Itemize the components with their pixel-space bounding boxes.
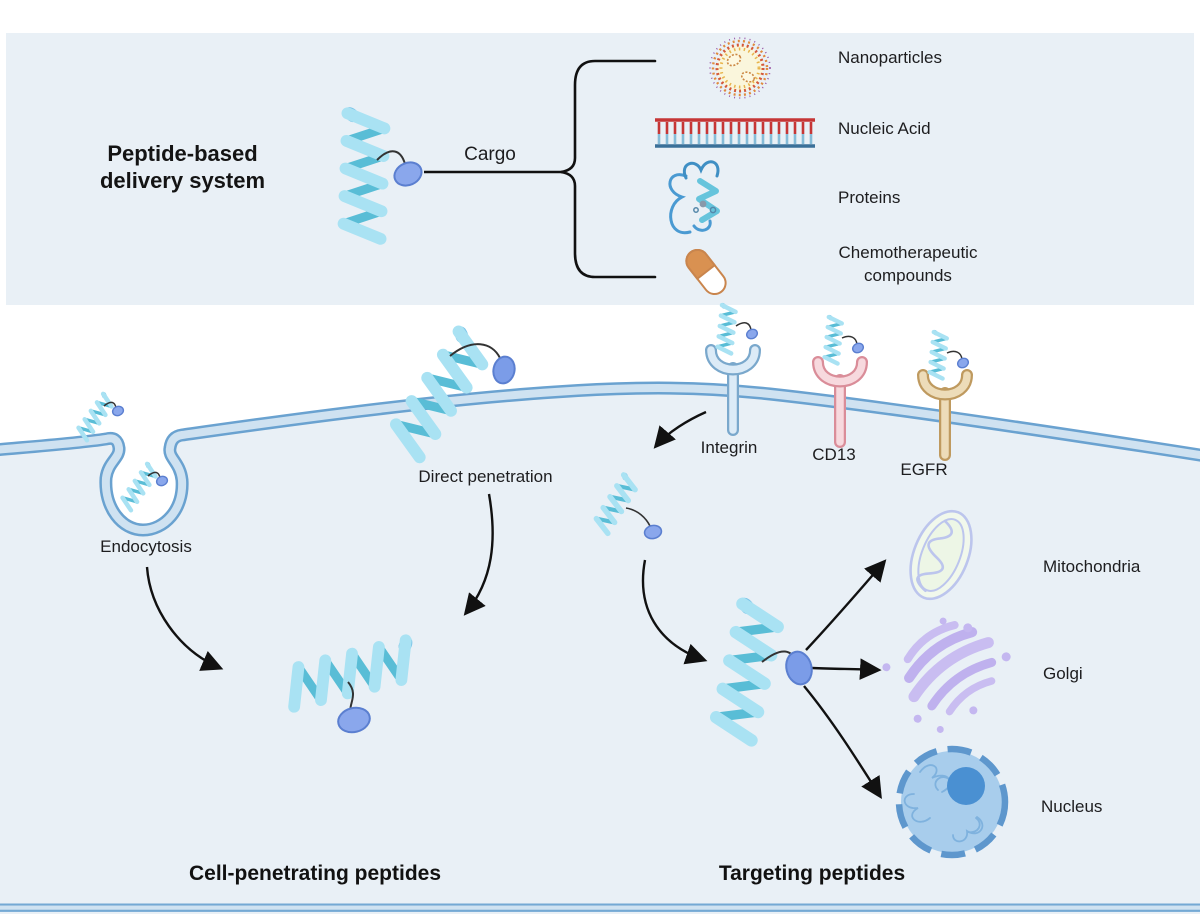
- peptide-cargo-endocytosis-inner: [119, 462, 169, 510]
- nucleic-acid-icon: [655, 118, 815, 148]
- egfr-receptor-icon: [917, 369, 973, 461]
- peptide-cargo-on-integrin: [716, 303, 759, 353]
- golgi-icon: [882, 617, 1011, 733]
- figure-title: Peptide-based delivery system: [60, 140, 305, 194]
- cargo-label: Cargo: [464, 144, 516, 165]
- section-label-targeting: Targeting peptides: [718, 862, 906, 885]
- peptide-cargo-on-cd13: [823, 315, 865, 363]
- peptide-cargo-endocytosis-outer: [75, 392, 125, 440]
- top-panel-background: [6, 33, 1194, 305]
- label-mitochondria: Mitochondria: [1043, 557, 1141, 576]
- cd13-receptor-icon: [812, 356, 868, 448]
- arrow-endocytosis-to-cytosol: [145, 566, 224, 671]
- arrow-to-golgi: [811, 658, 882, 680]
- cargo-item-label-chemo: Chemotherapeutic compounds: [838, 243, 978, 285]
- nuclear-envelope-ring: [895, 745, 1009, 859]
- arrow-integrin-release: [653, 410, 707, 449]
- nucleolus: [947, 767, 985, 805]
- arrow-direct-penetration-to-cytosol: [463, 493, 494, 616]
- protein-icon: [668, 160, 720, 235]
- label-direct-penetration: Direct penetration: [418, 467, 553, 486]
- peptide-cargo-released: [592, 472, 663, 540]
- peptide-cargo-on-egfr: [928, 330, 970, 378]
- cargo-item-label-proteins: Proteins: [838, 188, 901, 207]
- label-integrin: Integrin: [700, 438, 758, 457]
- integrin-receptor-icon: [705, 344, 761, 436]
- cargo-item-label-nanoparticles: Nanoparticles: [838, 48, 942, 67]
- arrow-to-nucleus: [803, 685, 882, 800]
- cell-membrane-inner-band: [0, 384, 1200, 535]
- figure-title-line2: delivery system: [99, 168, 266, 193]
- cargo-brace: [560, 59, 657, 279]
- label-egfr: EGFR: [900, 460, 948, 479]
- label-golgi: Golgi: [1043, 664, 1083, 683]
- arrow-released-peptide-to-complex: [641, 559, 708, 665]
- peptide-cargo-direct-penetration: [386, 326, 516, 457]
- nucleus-icon: [895, 745, 1009, 859]
- cell-membrane-bottom: [0, 903, 1200, 912]
- cargo-item-label-nucleic-acid: Nucleic Acid: [838, 119, 931, 138]
- nanoparticle-icon: [709, 37, 771, 99]
- peptide-cargo-top: [341, 108, 423, 239]
- label-endocytosis: Endocytosis: [100, 537, 192, 556]
- label-nucleus: Nucleus: [1041, 797, 1103, 816]
- capsule-icon: [685, 248, 727, 296]
- label-cd13: CD13: [812, 445, 856, 464]
- figure-title-line1: Peptide-based: [107, 141, 258, 166]
- mitochondria-icon: [909, 509, 973, 601]
- arrow-to-mitochondria: [805, 559, 887, 651]
- peptide-cargo-targeting-complex: [711, 598, 813, 740]
- section-label-cell-penetrating: Cell-penetrating peptides: [188, 862, 442, 885]
- peptide-cargo-cytosol: [285, 637, 420, 734]
